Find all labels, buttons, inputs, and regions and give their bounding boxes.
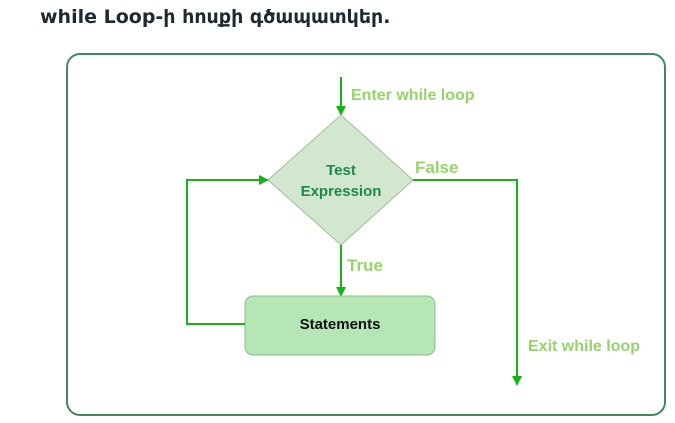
condition-text: Test Expression <box>291 160 391 202</box>
diagram-frame <box>66 53 666 416</box>
page-title: while Loop-ի հոսքի գծապատկեր. <box>40 6 391 28</box>
false-arrow <box>413 179 522 386</box>
true-label: True <box>347 256 383 275</box>
condition-line-1: Test <box>326 162 356 179</box>
enter-label: Enter while loop <box>351 87 475 104</box>
exit-label: Exit while loop <box>528 338 641 355</box>
statements-label: Statements <box>299 316 381 333</box>
condition-line-2: Expression <box>300 183 382 200</box>
statements-box <box>244 295 436 356</box>
false-label: False <box>415 158 459 177</box>
loop-back-arrow <box>186 175 269 325</box>
